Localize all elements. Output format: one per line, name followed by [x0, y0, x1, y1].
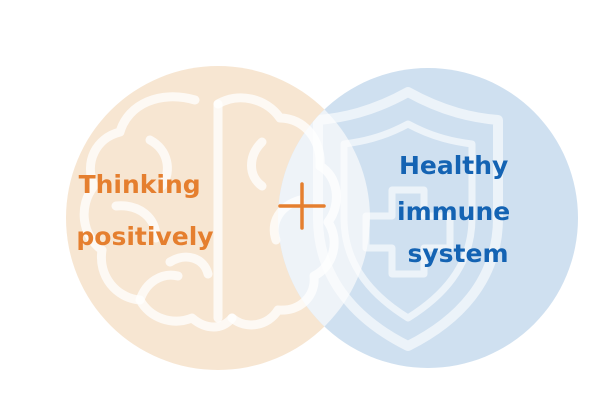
- right-label-line-3: system: [407, 239, 508, 268]
- left-label-line-2: positively: [76, 222, 213, 251]
- brain-icon: [79, 92, 341, 332]
- right-label: Healthy immune system: [397, 151, 519, 268]
- right-label-line-1: Healthy: [399, 151, 508, 180]
- left-label-line-1: Thinking: [79, 170, 201, 199]
- plus-sign: [278, 182, 326, 230]
- shield-icon: [313, 87, 503, 351]
- left-label: Thinking positively: [76, 170, 213, 251]
- right-label-line-2: immune: [397, 197, 510, 226]
